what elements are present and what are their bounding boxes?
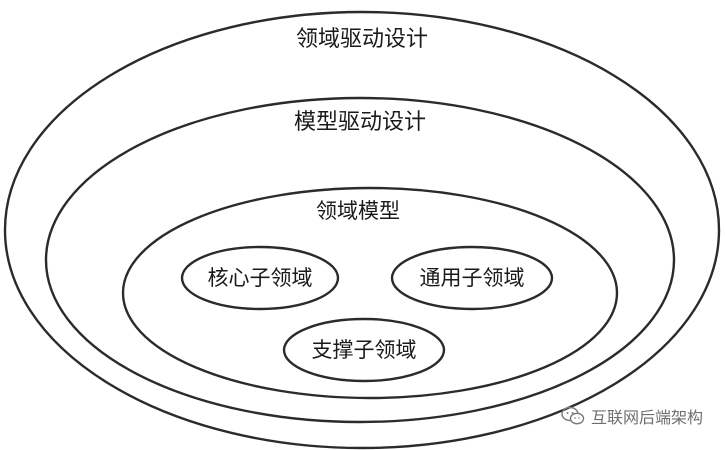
middle-ellipse-label: 模型驱动设计 [294, 110, 426, 135]
wechat-icon [561, 406, 585, 426]
outer-ellipse-domain-driven-design [3, 10, 721, 450]
supporting-subdomain-ellipse [282, 317, 446, 383]
outer-ellipse-label: 领域驱动设计 [296, 27, 428, 52]
watermark-text: 互联网后端架构 [590, 408, 703, 427]
watermark: 互联网后端架构 [561, 404, 703, 428]
core-subdomain-label: 核心子领域 [208, 266, 313, 290]
generic-subdomain-label: 通用子领域 [420, 266, 525, 290]
supporting-subdomain-label: 支撑子领域 [312, 338, 417, 362]
core-subdomain-ellipse [180, 245, 340, 311]
middle-ellipse-model-driven-design [44, 96, 676, 424]
inner-ellipse-domain-model [121, 186, 619, 400]
inner-ellipse-label: 领域模型 [316, 199, 400, 223]
generic-subdomain-ellipse [390, 245, 554, 311]
